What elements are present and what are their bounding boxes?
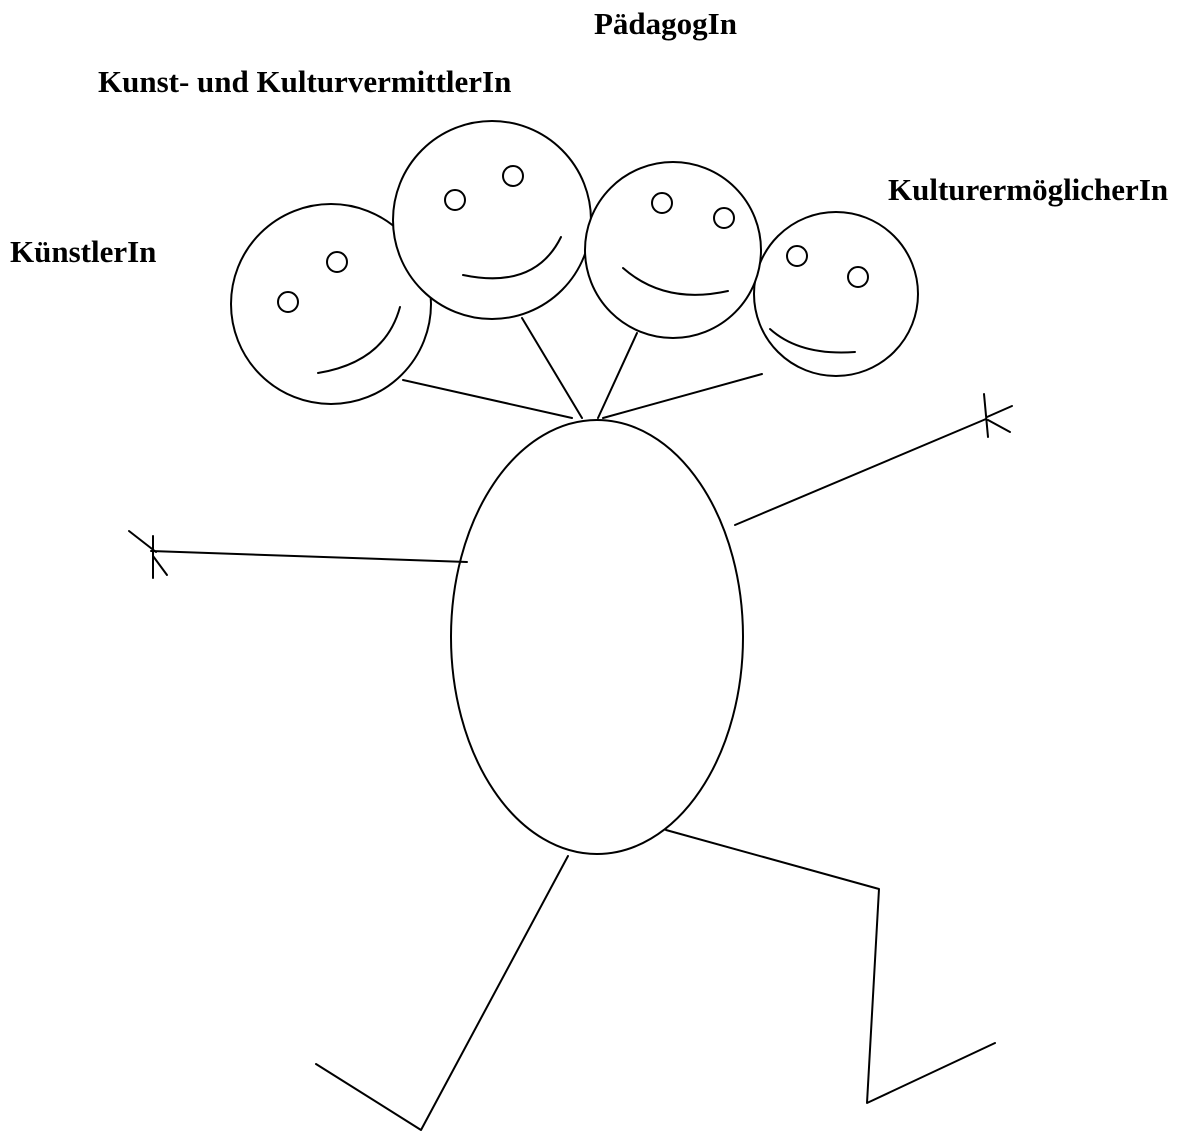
right-hand-stroke [984, 394, 988, 437]
left-leg [316, 856, 568, 1130]
right-arm [735, 394, 1012, 525]
head-kunst-kulturvermittlerin [393, 121, 591, 319]
left-hand-stroke [153, 556, 167, 575]
neck-kunst-kulturvermittlerin [522, 318, 582, 418]
necks [403, 318, 762, 418]
left-leg-line [316, 856, 568, 1130]
neck-kulturermoeglicherin [603, 374, 762, 418]
head-kulturermoeglicherin [754, 212, 918, 376]
right-leg-line [666, 830, 995, 1103]
right-arm-line [735, 419, 986, 525]
right-hand-stroke [987, 406, 1012, 417]
body [451, 420, 743, 854]
left-hand-stroke [129, 531, 156, 552]
neck-paedagogin [598, 333, 637, 418]
head-outline [585, 162, 761, 338]
head-outline [754, 212, 918, 376]
head-outline [393, 121, 591, 319]
head-paedagogin [585, 162, 761, 338]
right-leg [666, 830, 995, 1103]
left-arm [129, 531, 467, 578]
neck-kuenstlerin [403, 380, 572, 418]
left-arm-line [151, 551, 467, 562]
right-hand-stroke [988, 420, 1010, 432]
